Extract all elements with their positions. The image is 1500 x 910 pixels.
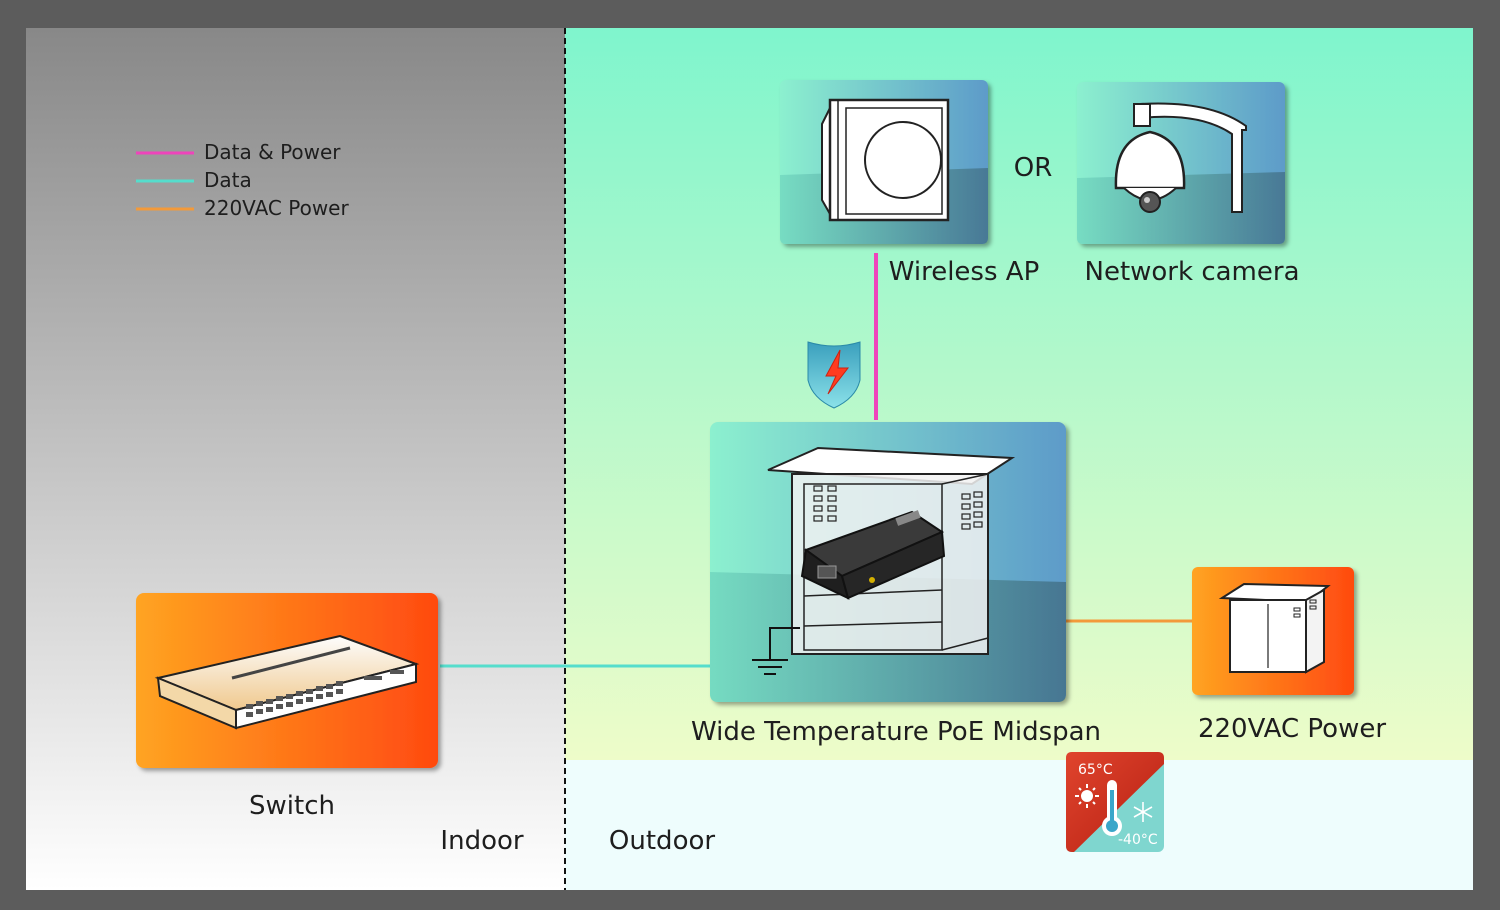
temp-max-label: 65°C <box>1078 762 1113 778</box>
poe-midspan-device-icon <box>800 510 946 600</box>
lightning-shield-icon <box>807 341 861 409</box>
snowflake-icon <box>1133 802 1153 822</box>
legend-label-data-power: Data & Power <box>204 140 341 164</box>
wireless-ap-tile <box>780 80 988 244</box>
switch-label: Switch <box>249 791 335 821</box>
outdoor-lower-band <box>565 760 1473 890</box>
wireless-ap-icon <box>821 98 950 222</box>
indoor-label: Indoor <box>440 826 523 856</box>
outdoor-label: Outdoor <box>609 826 715 856</box>
ground-icon <box>752 627 800 675</box>
network-switch-icon <box>154 634 420 730</box>
power-tile <box>1192 567 1354 695</box>
midspan-label: Wide Temperature PoE Midspan <box>691 717 1101 747</box>
network-camera-icon <box>1114 102 1247 213</box>
temp-min-label: -40°C <box>1118 832 1158 848</box>
network-camera-tile <box>1077 82 1285 244</box>
power-label: 220VAC Power <box>1198 714 1386 744</box>
sun-icon <box>1075 784 1099 808</box>
legend-label-power: 220VAC Power <box>204 196 349 220</box>
legend: Data & Power Data 220VAC Power <box>136 140 349 220</box>
power-cabinet-icon <box>1218 582 1331 674</box>
wireless-ap-label: Wireless AP <box>889 257 1040 287</box>
thermometer-icon <box>1102 780 1122 836</box>
midspan-tile <box>710 422 1066 702</box>
legend-label-data: Data <box>204 168 252 192</box>
switch-tile <box>136 593 438 768</box>
temperature-badge: 65°C -40°C <box>1066 752 1164 852</box>
or-label: OR <box>1014 153 1053 183</box>
network-camera-label: Network camera <box>1085 257 1300 287</box>
